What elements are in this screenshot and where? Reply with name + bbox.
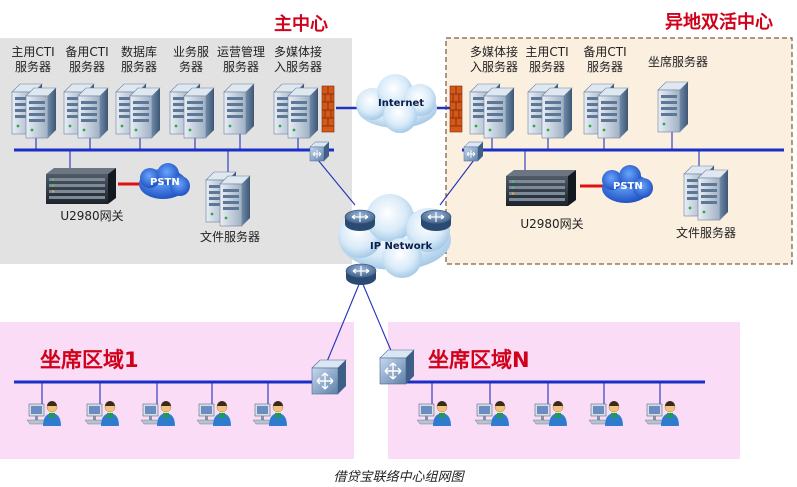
backup-server-label-0: 多媒体接 入服务器	[469, 45, 518, 74]
figure-caption: 借贷宝联络中心组网图	[333, 470, 464, 485]
backup-server-label-3: 坐席服务器	[647, 55, 708, 69]
main-gateway-icon	[46, 168, 116, 204]
ip-router-right-icon	[420, 209, 452, 232]
backup-file-server-label: 文件服务器	[675, 226, 736, 240]
internet-label: Internet	[378, 98, 425, 109]
backup-center-title: 异地双活中心	[665, 12, 773, 33]
main-file-server-label: 文件服务器	[199, 230, 260, 244]
backup-gateway-icon	[506, 170, 576, 206]
main-server-label-1: 备用CTI 服务器	[65, 45, 109, 74]
ip-network-label: IP Network	[370, 241, 433, 252]
backup-media-server-icon	[470, 84, 514, 138]
ip-router-bottom-icon	[345, 263, 377, 286]
backup-pstn-cloud-icon	[602, 165, 653, 203]
backup-backup-cti-server-icon	[584, 84, 628, 138]
main-server-label-0: 主用CTI 服务器	[11, 45, 55, 74]
internet-cloud-icon	[356, 74, 437, 133]
zone-1-switch-icon	[311, 359, 347, 395]
backup-server-label-2: 备用CTI 服务器	[583, 45, 627, 74]
main-ops-server-icon	[223, 83, 255, 135]
agent-zone-1-region	[0, 322, 354, 459]
main-primary-cti-server-icon	[12, 84, 56, 138]
main-server-label-4: 运营管理 服务器	[216, 45, 265, 74]
main-gateway-label: U2980网关	[60, 209, 124, 223]
zone-n-title: 坐席区域N	[428, 348, 530, 372]
main-firewall-icon	[321, 85, 335, 133]
ip-router-left-icon	[344, 209, 376, 232]
backup-server-label-1: 主用CTI 服务器	[525, 45, 569, 74]
main-pstn-label: PSTN	[150, 177, 180, 188]
main-file-server-icon	[206, 172, 250, 226]
backup-firewall-icon	[449, 85, 463, 133]
backup-file-server-icon	[684, 166, 728, 220]
zone-1-title: 坐席区域1	[40, 348, 139, 372]
main-core-switch-icon	[309, 141, 330, 162]
main-pstn-cloud-icon	[139, 163, 190, 199]
agent-zone-n-region	[388, 322, 740, 459]
backup-gateway-label: U2980网关	[520, 217, 584, 231]
backup-pstn-label: PSTN	[613, 181, 643, 192]
backup-agent-server-icon	[657, 81, 689, 133]
main-server-label-3: 业务服 务器	[172, 45, 209, 74]
backup-primary-cti-server-icon	[528, 84, 572, 138]
main-media-server-icon	[274, 84, 318, 138]
main-server-label-2: 数据库 服务器	[120, 45, 157, 74]
main-database-server-icon	[116, 84, 160, 138]
zone-n-switch-icon	[379, 349, 415, 385]
network-links	[35, 128, 700, 406]
main-backup-cti-server-icon	[64, 84, 108, 138]
backup-core-switch-icon	[463, 141, 484, 162]
main-business-server-icon	[170, 84, 214, 138]
main-center-title: 主中心	[274, 14, 328, 35]
main-server-label-5: 多媒体接 入服务器	[273, 45, 322, 74]
